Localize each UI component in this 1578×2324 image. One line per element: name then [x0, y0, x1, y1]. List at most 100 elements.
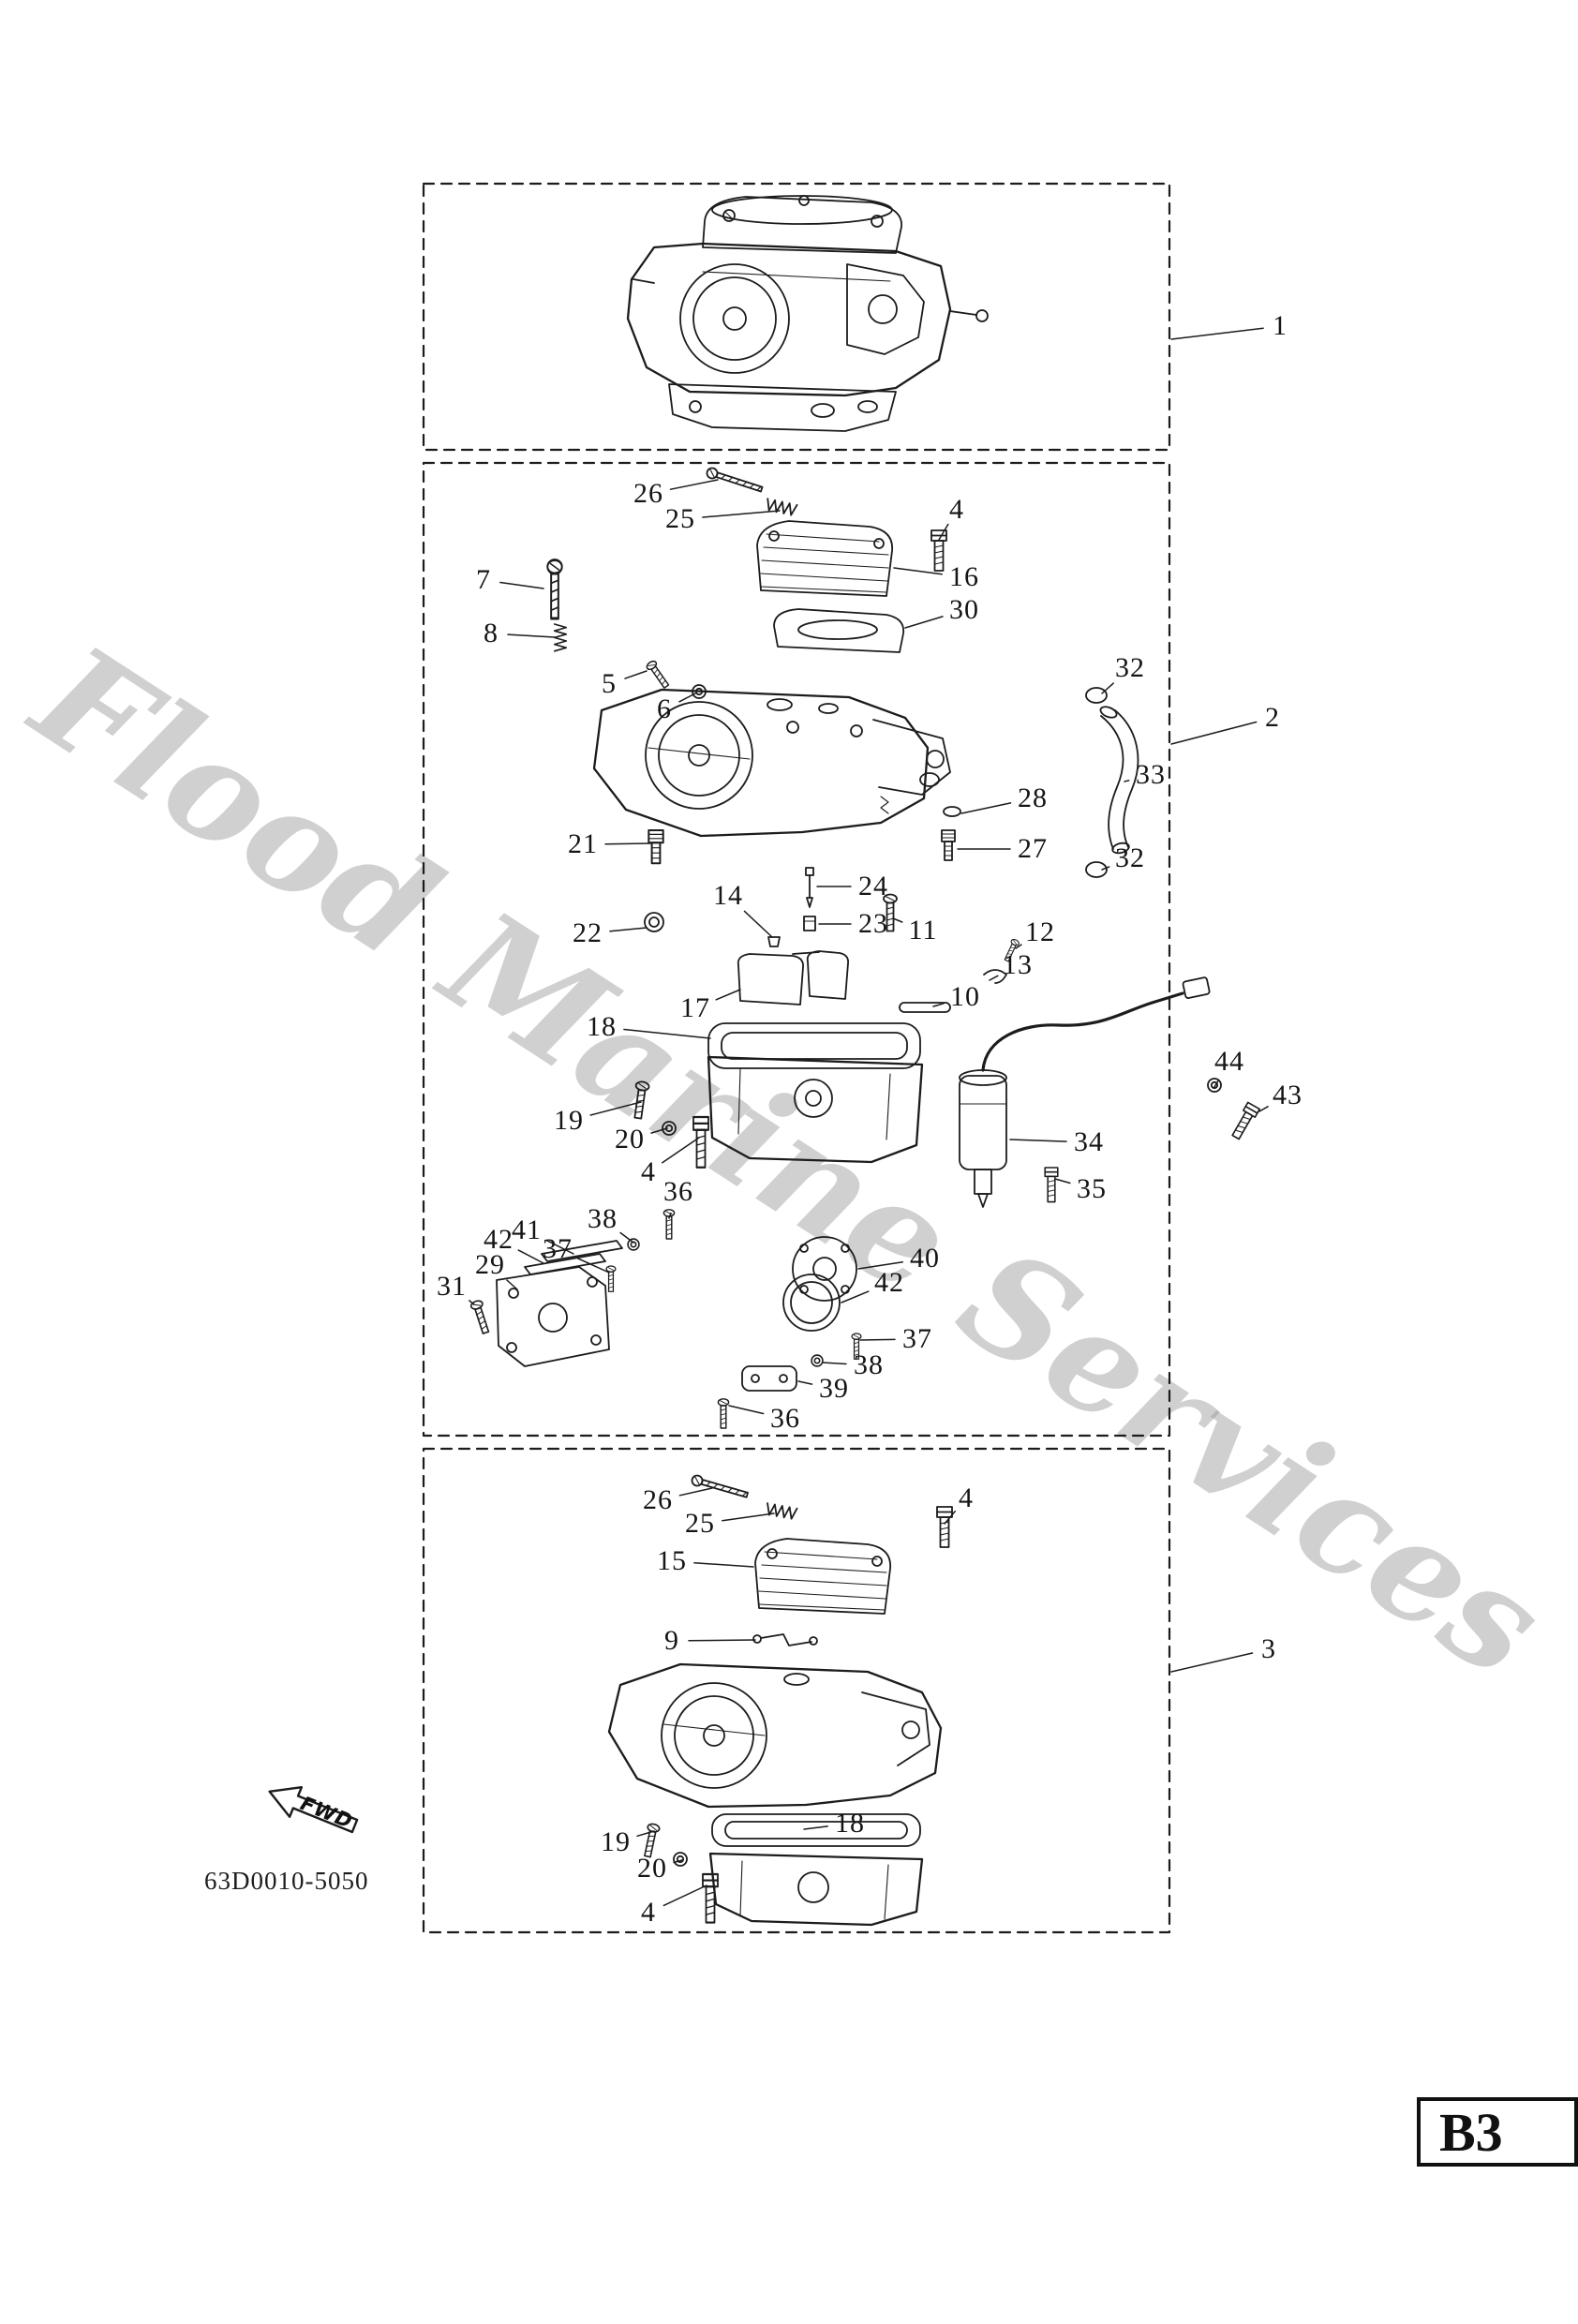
- part-callout-33: 33: [1136, 759, 1166, 790]
- leader-line-3: [1170, 1652, 1254, 1673]
- part-callout-44: 44: [1214, 1046, 1244, 1077]
- leader-line-4: [944, 1510, 957, 1525]
- part-callout-32: 32: [1115, 842, 1145, 873]
- part-callout-4: 4: [959, 1482, 974, 1513]
- leader-line-42: [841, 1290, 870, 1304]
- part-callout-5: 5: [602, 668, 617, 699]
- part-40-pump-cover: [792, 1236, 857, 1302]
- part-callout-17: 17: [680, 992, 710, 1023]
- part-callout-21: 21: [568, 828, 598, 859]
- leader-line-26: [678, 1487, 713, 1497]
- part-callout-26: 26: [633, 478, 663, 509]
- leader-line-29: [506, 1279, 518, 1290]
- part-callout-22: 22: [573, 917, 603, 948]
- part-32-grommet-2: [1085, 861, 1108, 878]
- leader-line-20: [650, 1127, 668, 1134]
- part-callout-36: 36: [663, 1176, 693, 1207]
- leader-line-34: [1009, 1139, 1067, 1142]
- part-callout-26: 26: [643, 1484, 673, 1515]
- part-callout-25: 25: [685, 1508, 715, 1539]
- drawing-code: 63D0010-5050: [204, 1867, 369, 1895]
- leader-line-18: [623, 1028, 711, 1039]
- part-15-cover: [754, 1538, 891, 1615]
- part-callout-39: 39: [819, 1373, 849, 1404]
- part-callout-8: 8: [484, 618, 499, 648]
- part-callout-37: 37: [902, 1323, 932, 1354]
- part-callout-2: 2: [1265, 702, 1280, 733]
- part-callout-38: 38: [588, 1203, 618, 1234]
- leader-line-4: [662, 1137, 700, 1164]
- part-18-gasket-b: [711, 1813, 921, 1847]
- part-callout-3: 3: [1261, 1633, 1276, 1664]
- assembly-box-2: [422, 461, 1171, 1438]
- leader-line-26: [669, 479, 719, 490]
- leader-line-39: [797, 1380, 813, 1385]
- part-callout-42: 42: [484, 1224, 514, 1255]
- part-callout-13: 13: [1003, 949, 1033, 980]
- part-callout-31: 31: [437, 1271, 467, 1302]
- leader-line-7: [499, 581, 544, 589]
- carb1-body: [626, 242, 952, 397]
- part-callout-41: 41: [512, 1214, 542, 1245]
- part-42-gasket-2: [782, 1274, 841, 1332]
- carburetor-2-drawing: [469, 466, 1261, 1429]
- part-callout-20: 20: [637, 1853, 667, 1884]
- page-code-box: B3: [1417, 2097, 1578, 2167]
- leader-line-25: [702, 510, 781, 518]
- part-callout-1: 1: [1273, 310, 1288, 341]
- fwd-arrow-shape: [268, 1786, 359, 1834]
- part-callout-18: 18: [587, 1011, 617, 1042]
- leader-line-13: [989, 975, 999, 981]
- part-callout-7: 7: [476, 564, 491, 595]
- leader-line-22: [609, 927, 648, 932]
- part-callout-16: 16: [949, 561, 979, 592]
- leader-line-31: [469, 1300, 475, 1305]
- part-callout-11: 11: [908, 915, 938, 946]
- leader-line-43: [1258, 1106, 1269, 1112]
- leader-line-16: [893, 567, 943, 575]
- part-callout-38: 38: [854, 1349, 884, 1380]
- leader-line-38: [619, 1231, 634, 1244]
- carb3-body: [607, 1662, 943, 1809]
- leader-line-19: [636, 1830, 655, 1838]
- part-callout-34: 34: [1074, 1126, 1104, 1157]
- part-callout-15: 15: [657, 1545, 687, 1576]
- carb1-float-bowl: [668, 383, 897, 432]
- part-34-solenoid: [959, 976, 1211, 1208]
- leader-line-12: [1015, 944, 1022, 949]
- leader-line-4: [938, 523, 949, 541]
- leader-line-17: [715, 989, 741, 1001]
- leader-line-9: [688, 1639, 756, 1642]
- part-callout-19: 19: [601, 1826, 631, 1857]
- leader-line-11: [892, 917, 903, 923]
- leader-line-41: [545, 1239, 574, 1255]
- part-callout-18: 18: [835, 1808, 865, 1839]
- leader-line-35: [1054, 1178, 1071, 1184]
- part-callout-25: 25: [665, 503, 695, 534]
- leader-line-15: [693, 1561, 754, 1568]
- part-callout-43: 43: [1273, 1080, 1303, 1110]
- part-22-plug: [644, 912, 664, 932]
- part-callout-9: 9: [664, 1625, 679, 1656]
- part-29-pump-body: [496, 1266, 610, 1367]
- part-callout-4: 4: [949, 494, 964, 525]
- carburetor-1-drawing: [626, 195, 989, 432]
- part-callout-24: 24: [858, 871, 888, 901]
- carb3-float-bowl: [708, 1852, 924, 1927]
- leader-line-30: [904, 616, 944, 629]
- part-callout-27: 27: [1018, 833, 1048, 864]
- leader-line-37: [577, 1258, 610, 1274]
- part-callout-10: 10: [950, 981, 980, 1012]
- page-code: B3: [1439, 2101, 1503, 2163]
- leader-line-28: [960, 802, 1012, 814]
- part-42-gasket: [524, 1253, 606, 1275]
- leader-line-33: [1124, 780, 1130, 782]
- leader-line-36: [668, 1212, 672, 1219]
- part-callout-14: 14: [713, 880, 743, 911]
- part-18-gasket: [707, 1022, 921, 1069]
- leader-line-40: [857, 1260, 904, 1270]
- leader-line-4: [662, 1885, 707, 1907]
- leader-line-5: [624, 670, 648, 679]
